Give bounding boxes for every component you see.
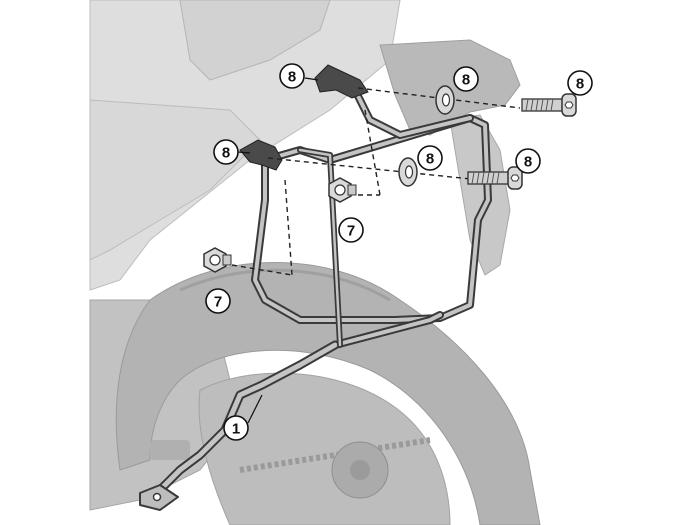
bolts: [467, 93, 577, 190]
bolt-icon: [467, 166, 523, 190]
callout-c2: 8: [453, 66, 479, 92]
sidecase-frame: [139, 86, 492, 511]
leader-line: [247, 394, 263, 424]
footpeg: [150, 440, 190, 460]
rubber-pad-icon: [314, 64, 369, 99]
callout-c4: 8: [213, 139, 239, 165]
rubber-pad-icon: [239, 139, 283, 171]
callout-c6: 8: [515, 148, 541, 174]
callout-label: 8: [288, 69, 296, 86]
callout-label: 8: [222, 145, 230, 162]
end-plate-hole: [152, 492, 162, 502]
callout-c8: 7: [205, 288, 231, 314]
hub-center: [350, 460, 370, 480]
callout-c7: 7: [338, 217, 364, 243]
washer-icon: [398, 157, 418, 187]
frame-lower-bar-inner: [333, 313, 442, 347]
callout-c9: 1: [223, 415, 249, 441]
leader-line: [237, 151, 251, 154]
seat-panel: [179, 0, 331, 81]
assembly-line: [284, 179, 293, 276]
assembly-line: [267, 157, 501, 183]
nut-icon: [203, 247, 232, 273]
tire-tread: [179, 268, 391, 302]
callout-label: 1: [232, 421, 240, 438]
rubber-pads: [239, 64, 369, 171]
washer-icon: [435, 85, 455, 115]
callout-c5: 8: [417, 145, 443, 171]
callout-label: 8: [524, 154, 532, 171]
washers: [398, 85, 455, 187]
callout-label: 8: [576, 76, 584, 93]
callout-label: 8: [462, 72, 470, 89]
callout-c1: 8: [279, 63, 305, 89]
nuts: [203, 177, 357, 273]
frame-upper-arm-inner: [353, 88, 472, 137]
callouts: 8 8 8 8 8 8 7 7: [205, 63, 593, 441]
callout-label: 7: [347, 223, 355, 240]
rear-mudguard: [449, 114, 511, 276]
bolt-icon: [521, 93, 577, 117]
side-cover: [89, 99, 261, 261]
callout-c3: 8: [567, 70, 593, 96]
frame-long-arm-inner: [157, 342, 338, 493]
frame-strut-inner: [298, 148, 342, 347]
rear-tire: [115, 262, 541, 525]
leader-line: [304, 77, 319, 81]
nut-icon: [328, 177, 357, 203]
frame-inner: [253, 116, 490, 322]
leader-lines: [237, 77, 319, 424]
assembly-line: [231, 264, 293, 276]
callout-label: 7: [214, 294, 222, 311]
callout-label: 8: [426, 151, 434, 168]
